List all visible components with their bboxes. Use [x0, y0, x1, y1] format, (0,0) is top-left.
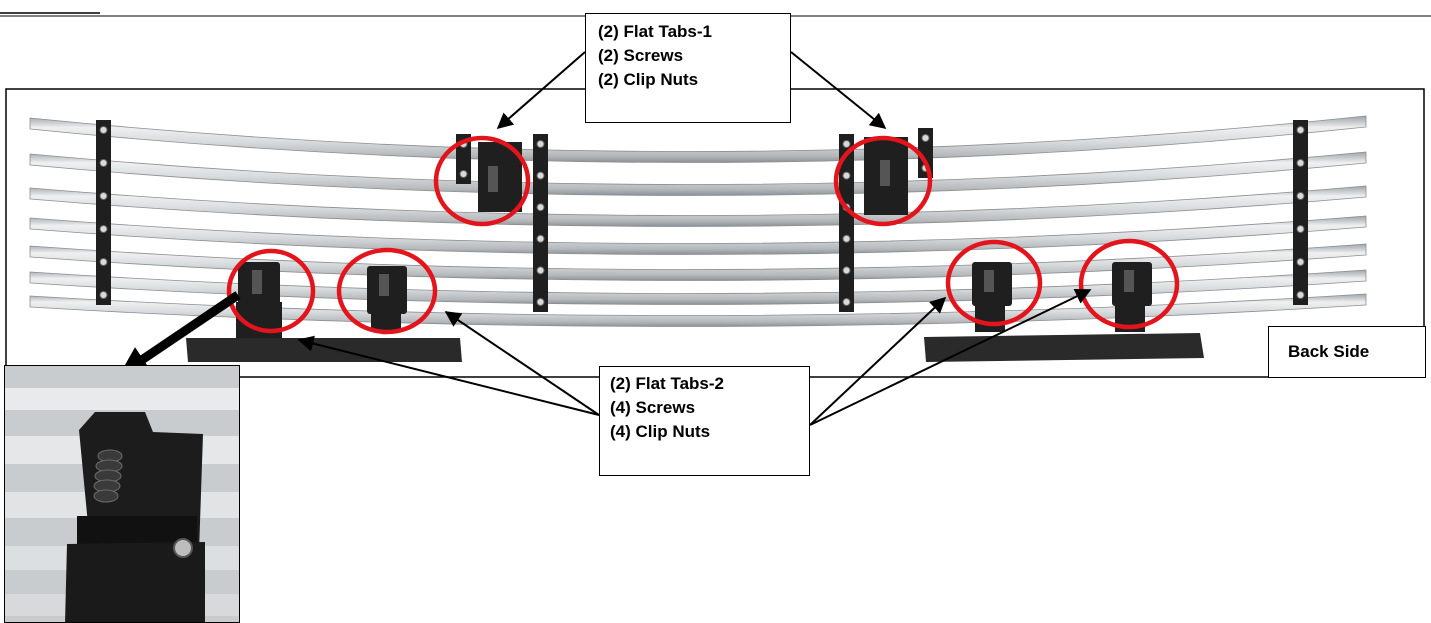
back-side-label: Back Side — [1268, 326, 1426, 378]
rivet-icon — [536, 203, 545, 212]
bracket-strip — [533, 134, 548, 312]
rivet-icon — [99, 192, 108, 200]
highlight-circle — [226, 248, 316, 334]
rivet-icon — [1296, 291, 1305, 299]
callout-line: (4) Screws — [610, 398, 696, 417]
rivet-icon — [99, 126, 108, 134]
rivet-icon — [99, 225, 108, 233]
rivet-icon — [842, 234, 851, 243]
callout-line: (2) Clip Nuts — [598, 70, 699, 89]
flat-tab-2-plate-right — [924, 333, 1204, 362]
highlight-circle — [945, 239, 1043, 327]
zoom-arrow — [119, 291, 241, 376]
rivet-icon — [1296, 225, 1305, 233]
pointer-arrow — [496, 51, 586, 130]
clip-nut-3 — [972, 262, 1012, 332]
rivet-icon — [842, 171, 851, 180]
bracket-strip — [96, 120, 111, 305]
vertical-brackets — [96, 120, 1308, 312]
rivet-icon — [536, 298, 545, 306]
bracket-strip — [1293, 120, 1308, 305]
clip-nut-2 — [367, 266, 407, 330]
flat-tab-1-right — [864, 137, 908, 215]
zoom-inset — [4, 365, 240, 623]
rivet-icon — [1296, 258, 1305, 266]
highlight-circle — [1078, 238, 1180, 330]
back-side-text: Back Side — [1288, 342, 1370, 361]
pointer-arrows — [297, 51, 1092, 426]
pointer-arrow — [790, 51, 887, 130]
callout-line: (2) Screws — [598, 46, 684, 65]
rivet-icon — [921, 134, 930, 142]
flat-tab-closeup — [65, 542, 205, 622]
screw-closeup — [93, 449, 123, 503]
rivet-icon — [99, 291, 108, 299]
callout-flat-tabs-1: (2) Flat Tabs-1 (2) Screws (2) Clip Nuts — [585, 13, 791, 123]
rivet-icon — [1296, 159, 1305, 167]
grille-slat — [29, 151, 1367, 196]
highlight-circle — [833, 135, 933, 227]
rivet-icon — [536, 266, 545, 275]
rivet-icon — [99, 159, 108, 167]
rivet-icon — [536, 140, 545, 148]
rivet-icon — [536, 234, 545, 243]
grille-slat — [29, 269, 1367, 305]
bracket-strip — [456, 134, 471, 184]
rivet-icon — [842, 140, 851, 148]
rivet-icon — [99, 258, 108, 266]
grille-slat — [29, 185, 1367, 227]
highlight-circle — [336, 247, 438, 335]
grille-slat — [29, 215, 1367, 255]
flat-tab-2-plate-left — [186, 338, 462, 362]
pointer-arrow — [809, 296, 947, 426]
rivet-icon — [536, 171, 545, 180]
highlight-circles — [226, 135, 1180, 335]
bracket-strip — [839, 134, 854, 312]
rivet-closeup — [173, 538, 193, 558]
grille-slat — [29, 243, 1367, 281]
highlight-circle — [433, 135, 531, 227]
rivet-icon — [459, 170, 468, 178]
callout-line: (4) Clip Nuts — [610, 422, 711, 441]
callout-line: (2) Flat Tabs-1 — [598, 22, 712, 41]
rivet-icon — [1296, 126, 1305, 134]
grille-slat — [29, 115, 1367, 163]
grille-slats — [29, 115, 1367, 327]
pointer-arrow — [297, 335, 600, 416]
pointer-arrow — [809, 289, 1092, 426]
rivet-icon — [1296, 192, 1305, 200]
callout-flat-tabs-2: (2) Flat Tabs-2 (4) Screws (4) Clip Nuts — [599, 366, 810, 476]
rivet-icon — [842, 298, 851, 306]
rivet-icon — [842, 266, 851, 275]
pointer-arrow — [444, 311, 600, 416]
callout-line: (2) Flat Tabs-2 — [610, 374, 724, 393]
zoom-inset-photo — [5, 366, 239, 622]
clip-nut-1 — [236, 262, 282, 338]
